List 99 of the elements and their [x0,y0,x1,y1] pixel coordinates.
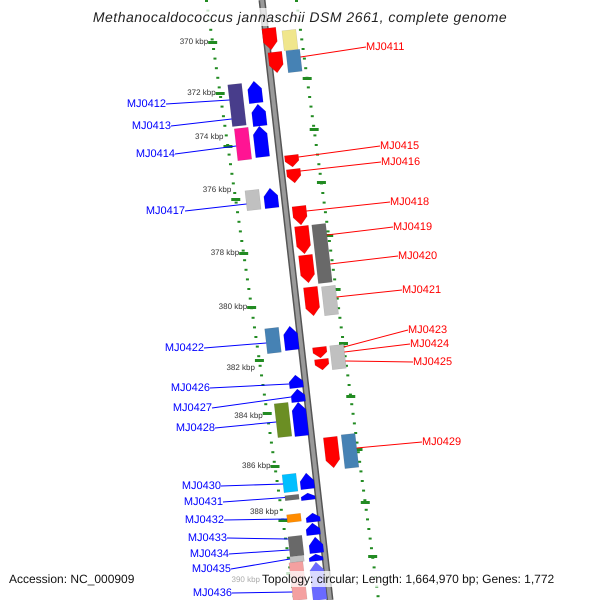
leader-line [204,342,267,348]
gene-bar [286,512,302,524]
gene-label: MJ0417 [146,204,185,218]
gene-bar [282,29,298,51]
leader-line [228,550,290,554]
gene-label: MJ0436 [192,586,232,600]
gene-label: MJ0430 [182,479,221,493]
leader-line [330,256,398,264]
scale-label: 384 kbp [234,411,263,420]
scale-label: 372 kbp [187,88,216,97]
gene-label: MJ0428 [176,421,215,435]
gene-bar [282,473,298,493]
footer-text: Topology: circular; Length: 1,664,970 bp; Genes: 1,772 [262,571,554,587]
scale-label: 370 kbp [180,37,208,46]
gene-label: MJ0411 [366,40,404,54]
leader-line [226,538,289,540]
leader-line [344,344,410,352]
gene-pentagon [300,472,316,490]
gene-label: MJ0418 [390,195,430,209]
gene-label: MJ0423 [408,323,448,337]
gene-pentagon [298,254,315,284]
leader-line [356,442,422,448]
leader-line [170,118,232,126]
gene-label: MJ0431 [184,495,223,509]
leader-line [326,226,394,236]
gene-bar [288,535,304,557]
gene-pentagon [284,154,300,168]
gene-pentagon [314,358,330,370]
leader-line [212,396,292,408]
gene-pentagon [306,512,321,524]
gene-label: MJ0413 [132,119,171,133]
scale-label: 388 kbp [250,507,278,516]
gene-pentagon [268,51,284,74]
footer-text: Accession: NC_000909 [9,571,134,587]
scale-label: 378 kbp [210,248,240,257]
leader-line [210,384,290,388]
gene-pentagon [288,374,304,389]
gene-label: MJ0432 [184,513,224,527]
gene-pentagon [312,346,328,358]
gene-bar [286,49,302,73]
leader-line [222,497,286,502]
gene-bar [274,402,292,438]
gene-pentagon [292,205,308,226]
leader-line [220,484,284,486]
gene-bar [244,189,262,211]
gene-pentagon [252,126,270,158]
gene-bar [227,83,247,127]
gene-bar [329,344,347,370]
scale-label: 382 kbp [226,363,255,372]
leader-line [344,360,414,362]
gene-bar [289,554,305,564]
gene-bar [321,285,339,316]
leader-line [336,290,402,298]
gene-pentagon [286,168,302,184]
gene-label: MJ0420 [398,249,438,263]
gene-bar [234,127,252,161]
scale-label: 390 kbp [232,575,260,584]
gene-label: MJ0424 [410,337,450,351]
gene-pentagon [264,188,280,209]
gene-bar [311,223,333,284]
gene-label: MJ0412 [126,97,166,111]
gene-label: MJ0427 [172,401,212,415]
gene-pentagon [283,326,300,351]
gene-label: MJ0429 [422,435,462,449]
gene-label: MJ0435 [192,562,231,576]
leader-line [214,422,277,428]
leader-line [166,100,230,104]
gene-pentagon [300,492,316,502]
gene-label: MJ0426 [170,381,210,395]
leader-line [306,202,390,212]
leader-line [298,146,380,158]
leader-line [232,592,293,594]
scale-label: 380 kbp [218,302,248,311]
gene-pentagon [303,286,320,316]
gene-label: MJ0434 [190,547,229,561]
gene-label: MJ0422 [164,341,204,355]
scale-label: 386 kbp [242,461,271,470]
gene-pentagon [323,436,340,468]
leader-line [230,558,290,570]
gene-label: MJ0425 [413,355,452,369]
leader-line [343,330,408,348]
gene-pentagon [262,27,278,50]
gene-label: MJ0433 [188,531,227,545]
scale-label: 374 kbp [195,132,224,141]
gene-pentagon [251,104,268,127]
gene-label: MJ0414 [136,147,175,161]
gene-label: MJ0421 [402,283,442,297]
gene-label: MJ0415 [380,139,420,153]
gene-bar [264,327,282,354]
leader-line [184,204,247,212]
gene-label: MJ0416 [381,155,420,169]
leader-line [300,162,382,172]
gene-bar [340,433,360,469]
leader-line [174,146,237,154]
leader-line [300,46,366,58]
scale-label: 376 kbp [202,185,232,194]
gene-pentagon [306,522,321,536]
leader-line [224,518,288,520]
gene-label: MJ0419 [393,220,432,234]
